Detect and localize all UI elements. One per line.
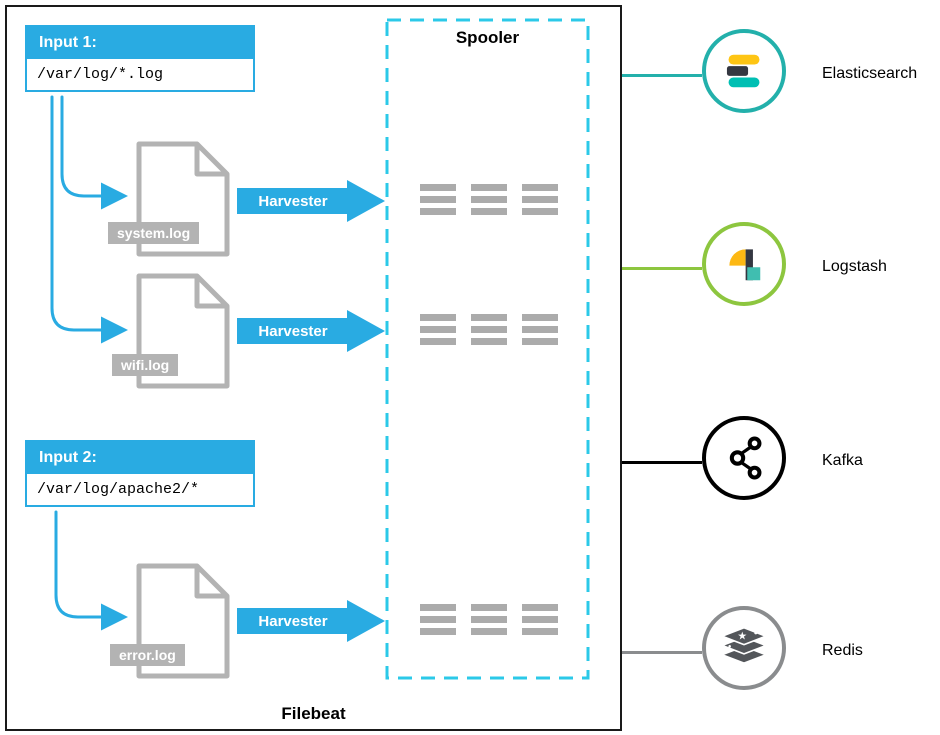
spool-event-bar [522, 184, 558, 191]
spool-event-bar [522, 604, 558, 611]
spool-bar-column [471, 314, 507, 345]
file-label-error-log: error.log [110, 644, 185, 666]
harvester-arrow-3: Harvester [237, 600, 385, 642]
input-1-box: Input 1: /var/log/*.log [25, 25, 255, 92]
spool-bar-column [420, 314, 456, 345]
harvester-label: Harvester [258, 193, 328, 210]
connector-redis [622, 651, 702, 654]
connector-kafka [622, 461, 702, 464]
logstash-icon [729, 249, 761, 281]
harvester-arrow-2: Harvester [237, 310, 385, 352]
output-circle-kafka [702, 416, 786, 500]
spool-event-bar [471, 604, 507, 611]
input-2-box: Input 2: /var/log/apache2/* [25, 440, 255, 507]
spool-event-bar [420, 184, 456, 191]
harvester-label: Harvester [258, 323, 328, 340]
spool-bar-column [522, 314, 558, 345]
spool-event-bar [471, 326, 507, 333]
spool-event-bar [522, 616, 558, 623]
input-1-path: /var/log/*.log [37, 66, 164, 83]
file-label-system-log: system.log [108, 222, 200, 244]
output-circle-logstash [702, 222, 786, 306]
spool-event-bar [471, 184, 507, 191]
spool-event-bar [471, 196, 507, 203]
output-label-logstash: Logstash [822, 258, 887, 275]
connector-elasticsearch [622, 74, 702, 77]
spooler-bars-group [420, 184, 558, 215]
spool-event-bar [471, 208, 507, 215]
spooler-box [385, 18, 590, 680]
harvester-arrow-shape [237, 180, 385, 222]
redis-icon: ★ [719, 626, 769, 665]
spooler-bars-group [420, 604, 558, 635]
output-label-kafka: Kafka [822, 452, 863, 469]
harvester-arrow-shape [237, 600, 385, 642]
spool-event-bar [420, 628, 456, 635]
spool-event-bar [522, 338, 558, 345]
spool-event-bar [420, 338, 456, 345]
spool-event-bar [420, 604, 456, 611]
filebeat-label: Filebeat [281, 704, 346, 723]
harvester-arrow-1: Harvester [237, 180, 385, 222]
harvester-arrow-shape [237, 310, 385, 352]
harvester-label: Harvester [258, 613, 328, 630]
spool-event-bar [522, 196, 558, 203]
spool-bar-column [471, 184, 507, 215]
input-2-header: Input 2: [27, 442, 253, 474]
spool-event-bar [420, 208, 456, 215]
spool-event-bar [420, 196, 456, 203]
spool-event-bar [471, 338, 507, 345]
elasticsearch-icon [726, 54, 760, 88]
spool-event-bar [471, 314, 507, 321]
kafka-icon [729, 436, 762, 480]
output-label-elasticsearch: Elasticsearch [822, 65, 918, 82]
spool-event-bar [420, 314, 456, 321]
connector-logstash [622, 267, 702, 270]
spool-event-bar [420, 326, 456, 333]
spool-event-bar [471, 616, 507, 623]
output-circle-elasticsearch [702, 29, 786, 113]
input-1-header: Input 1: [27, 27, 253, 59]
spool-event-bar [522, 326, 558, 333]
input-2-path: /var/log/apache2/* [37, 481, 200, 498]
spool-event-bar [471, 628, 507, 635]
spool-bar-column [471, 604, 507, 635]
file-label-wifi-log: wifi.log [112, 354, 179, 376]
output-circle-redis: ★ [702, 606, 786, 690]
filebeat-box [5, 5, 622, 731]
svg-text:★: ★ [737, 630, 747, 643]
spool-bar-column [420, 184, 456, 215]
spool-event-bar [522, 208, 558, 215]
spool-bar-column [420, 604, 456, 635]
spool-event-bar [522, 628, 558, 635]
spool-bar-column [522, 604, 558, 635]
spool-event-bar [522, 314, 558, 321]
spool-event-bar [420, 616, 456, 623]
output-label-redis: Redis [822, 642, 863, 659]
spool-bar-column [522, 184, 558, 215]
spooler-bars-group [420, 314, 558, 345]
spooler-label: Spooler [455, 28, 520, 47]
